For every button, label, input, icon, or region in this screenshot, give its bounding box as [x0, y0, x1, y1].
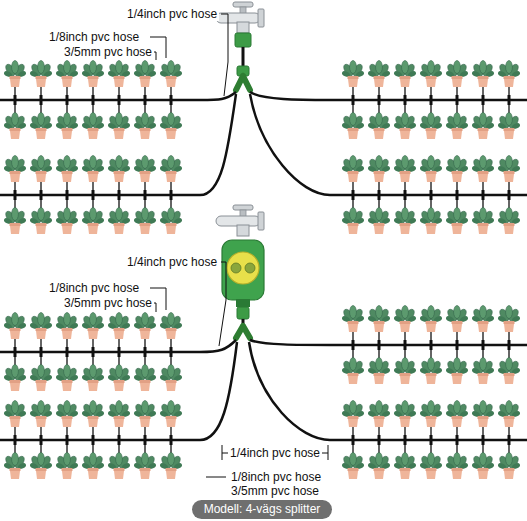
plant-rows — [2, 305, 522, 480]
hose-label: 1/8inch pvc hose — [229, 470, 323, 484]
hose-label: 1/4inch pvc hose — [125, 7, 219, 21]
water-timer — [222, 240, 264, 338]
caption-text: Modell: 4-vägs splitter — [204, 502, 321, 517]
main-hose — [0, 92, 527, 195]
hose-label: 3/5mm pvc hose — [62, 45, 154, 59]
hose-label: 1/4inch pvc hose — [125, 255, 219, 269]
hose-label: 1/4inch pvc hose — [228, 446, 322, 460]
leader-line — [146, 262, 328, 477]
plant-rows — [2, 60, 522, 235]
faucet — [216, 205, 264, 236]
hose-label: 3/5mm pvc hose — [62, 296, 154, 310]
hose-coupling — [235, 33, 251, 90]
main-hose — [0, 340, 527, 440]
faucet — [216, 2, 264, 33]
hose-label: 1/8inch pvc hose — [47, 281, 141, 295]
leader-line — [146, 14, 228, 96]
caption-pill: Modell: 4-vägs splitter — [192, 500, 333, 519]
hose-label: 3/5mm pvc hose — [229, 484, 321, 498]
hose-label: 1/8inch pvc hose — [47, 30, 141, 44]
